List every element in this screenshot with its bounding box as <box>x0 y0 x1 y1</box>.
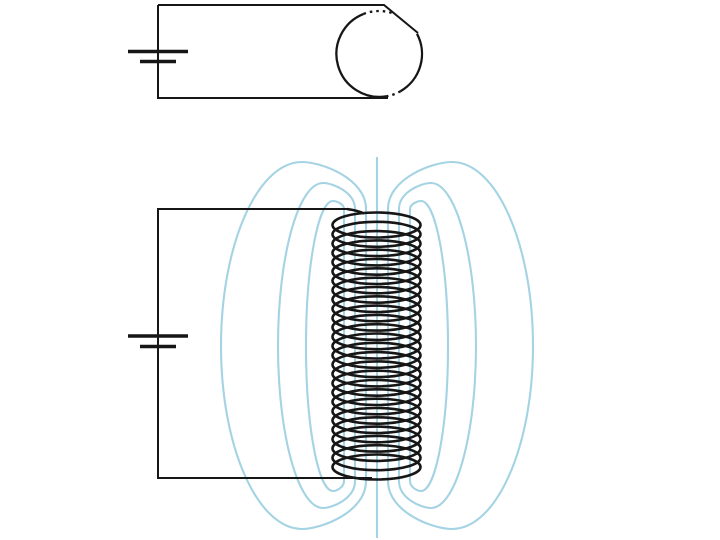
coil-turn <box>331 294 422 323</box>
coil-turn <box>331 406 422 435</box>
coil-turn <box>331 387 422 416</box>
coil-turn <box>331 239 422 267</box>
coil-turn <box>331 350 422 379</box>
field-loop-right-outer <box>386 160 535 531</box>
field-loop-left-middle <box>276 181 357 510</box>
wire-loop-solid-arc-right <box>399 33 424 93</box>
solenoid-coil <box>331 207 422 481</box>
coil-turn <box>331 266 422 295</box>
loop-circuit <box>128 4 424 99</box>
loop-circuit-top-wire <box>158 4 419 34</box>
coil-turn <box>331 229 422 258</box>
coil-turn <box>331 425 422 453</box>
coil-turn <box>331 285 422 314</box>
coil-turn <box>331 257 422 286</box>
coil-turn <box>331 211 422 239</box>
coil-turn <box>331 360 422 388</box>
field-loop-right-inner <box>408 199 450 493</box>
solenoid-circuit-wires <box>157 208 372 479</box>
coil-turn <box>331 397 422 426</box>
coil-turn <box>331 322 422 351</box>
coil-turn <box>331 248 422 277</box>
wire-loop-hidden-arc-bottom <box>386 90 402 98</box>
coil-turn <box>331 378 422 407</box>
field-loop-right-middle <box>397 181 478 510</box>
solenoid-circuit <box>128 207 422 481</box>
battery-icon-solenoid <box>128 334 188 349</box>
wire-loop-solid-arc-main <box>335 12 387 98</box>
loop-circuit-left-and-bottom-wire <box>157 5 388 99</box>
coil-turn <box>331 434 422 463</box>
magnetic-field-lines <box>219 157 535 538</box>
wire-loop <box>335 9 424 98</box>
coil-turn <box>331 304 422 332</box>
wire-loop-hidden-arc-top <box>363 9 395 15</box>
coil-turn <box>331 453 422 481</box>
battery-icon-loop <box>128 49 188 64</box>
field-loop-left-inner <box>304 199 346 493</box>
coil-turn <box>331 369 422 398</box>
coil-turn <box>331 443 422 472</box>
field-loop-left-outer <box>219 160 368 531</box>
coil-turn <box>331 313 422 342</box>
coil-turn <box>331 332 422 360</box>
coil-turn <box>331 341 422 370</box>
coil-turn <box>331 220 422 249</box>
coil-turn <box>331 415 422 444</box>
coil-turn <box>331 276 422 305</box>
